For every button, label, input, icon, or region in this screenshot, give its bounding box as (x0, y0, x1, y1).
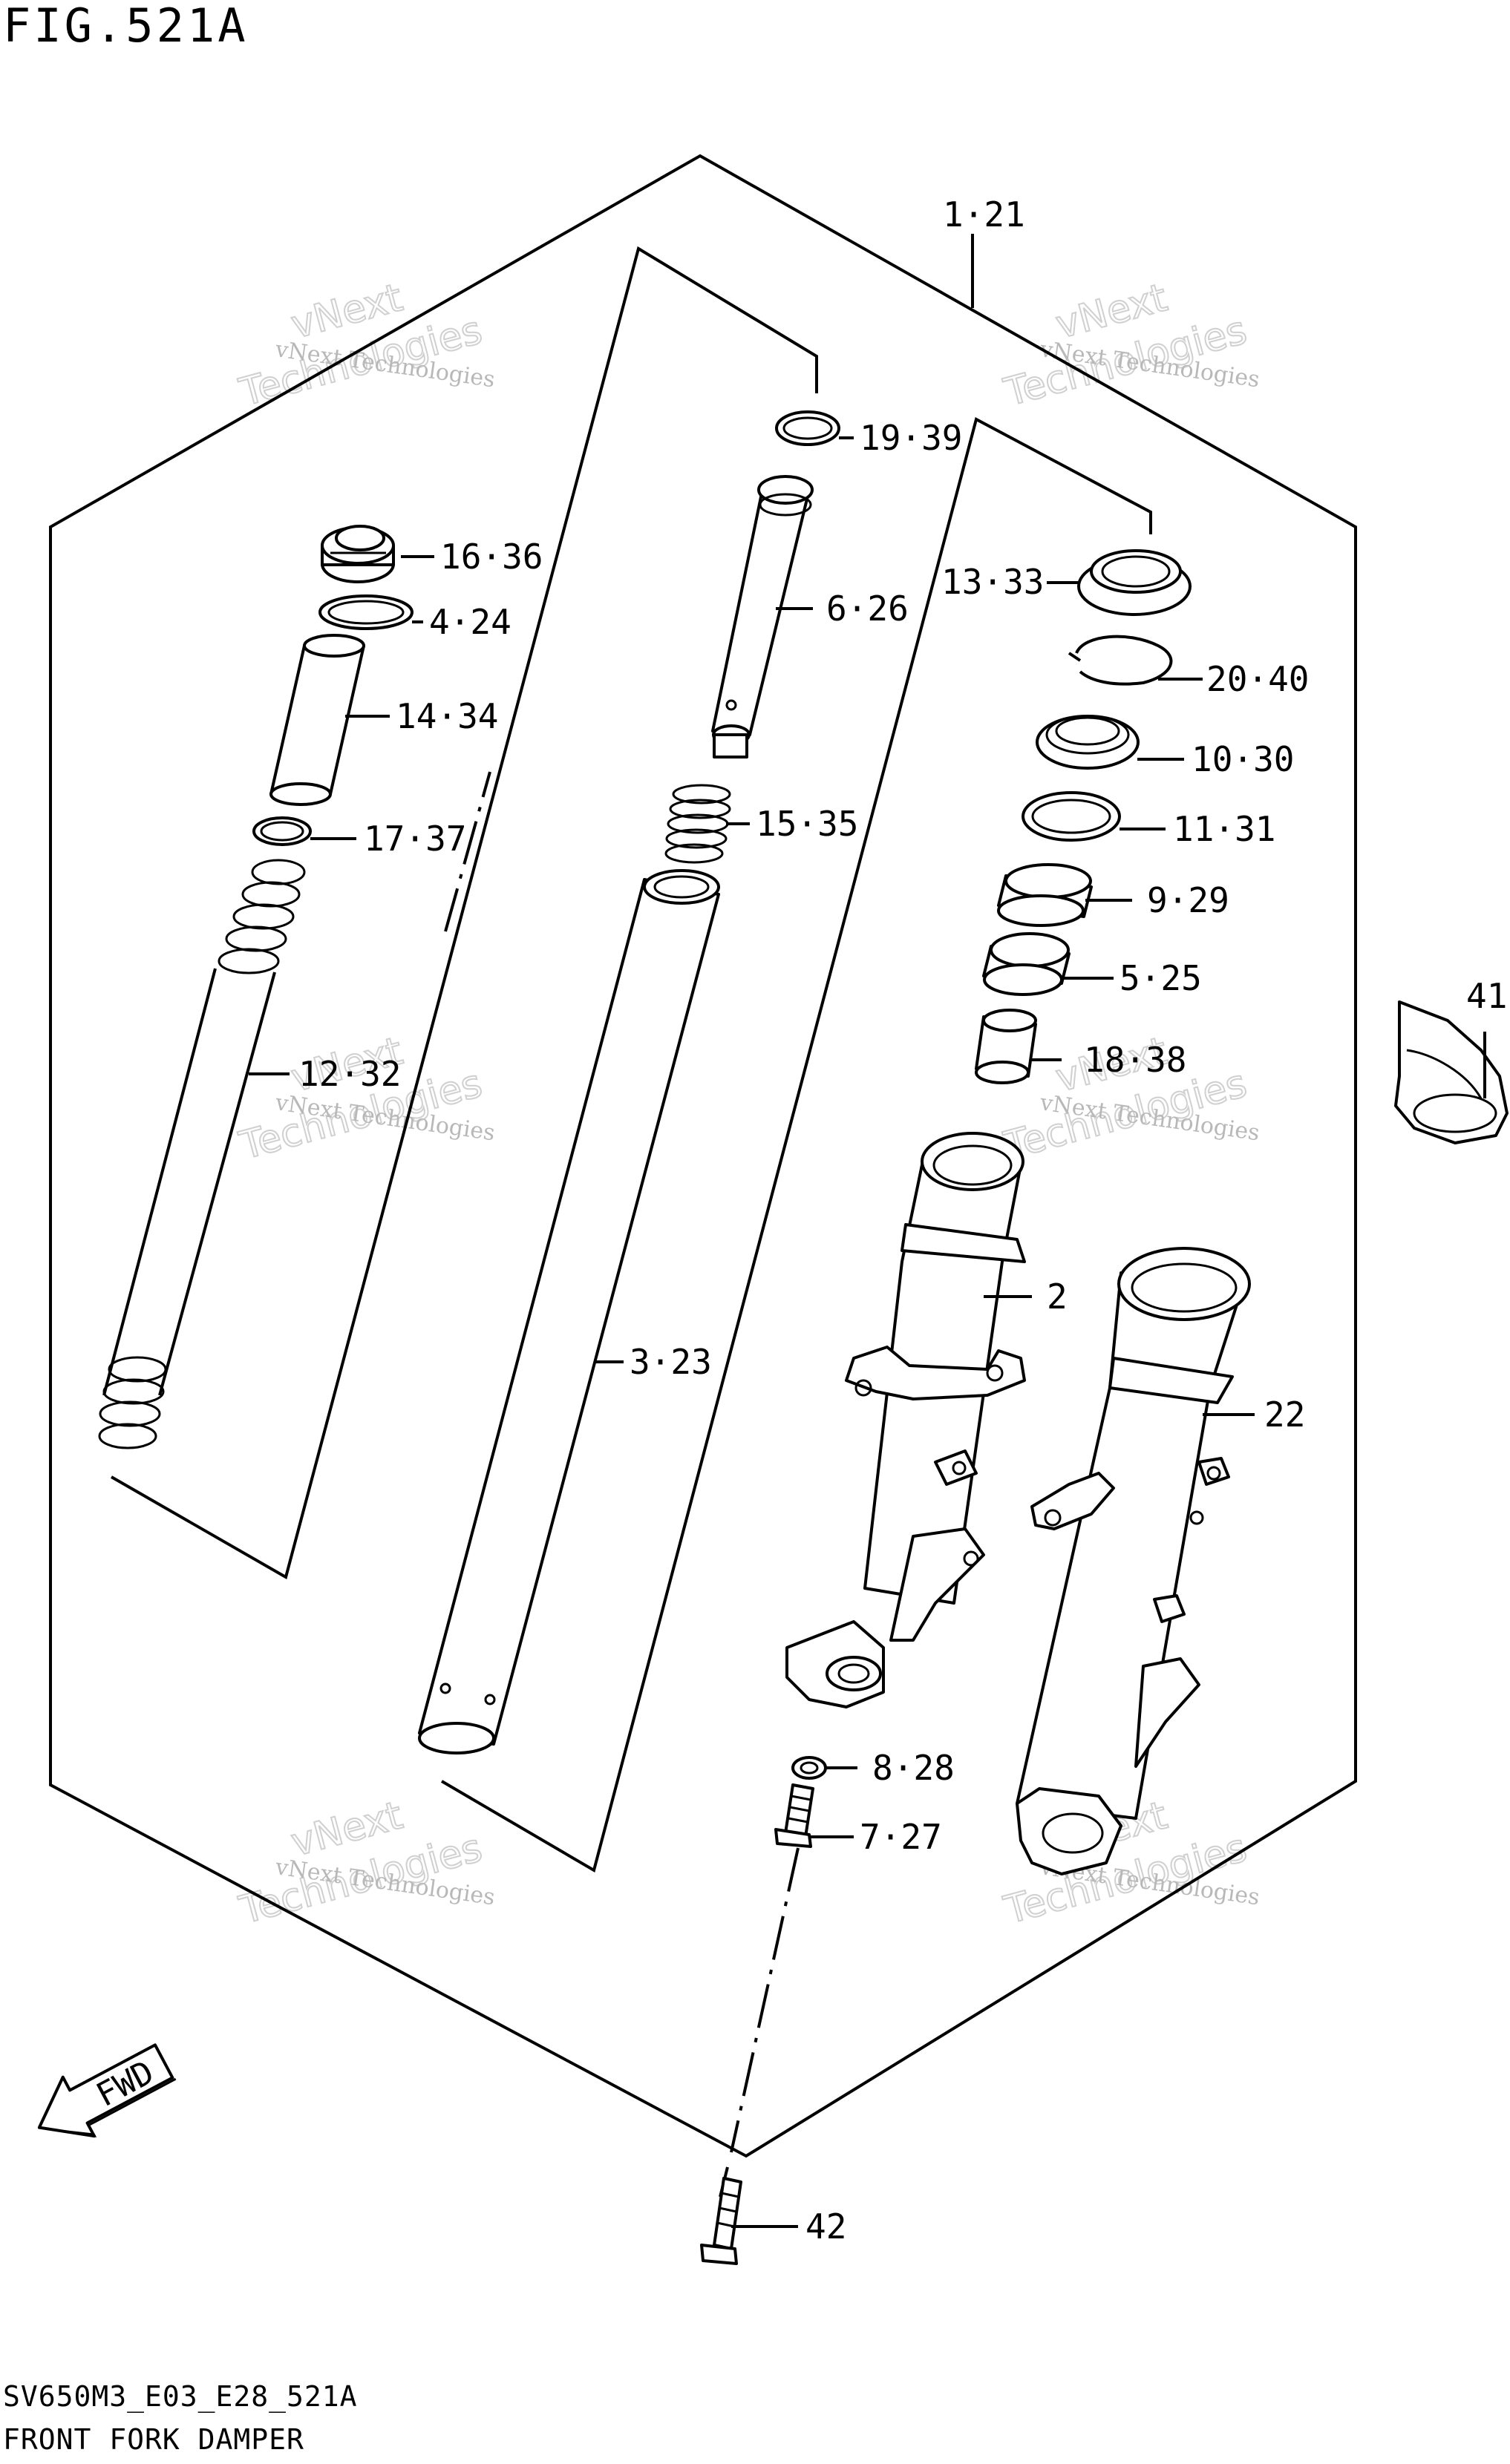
part-o-ring[interactable] (318, 594, 414, 630)
callout-8-28: 8·28 (872, 1748, 955, 1788)
callout-41: 41 (1466, 976, 1507, 1016)
part-slide-metal[interactable] (982, 932, 1071, 996)
part-dust-seal[interactable] (1077, 549, 1192, 616)
callout-3-23: 3·23 (630, 1342, 712, 1382)
watermark: Technologies vNext (234, 1792, 487, 1933)
figure-caption: FRONT FORK DAMPER (3, 2423, 304, 2456)
part-axle-pinch-bolt[interactable] (700, 2177, 742, 2265)
callout-12-32: 12·32 (298, 1054, 401, 1094)
assembly-boundary (49, 154, 1357, 2158)
callout-labels: 1·21 19·39 16·36 4·24 6·26 13·33 20·40 1… (298, 194, 1507, 2247)
inner-tube-group-outline (440, 417, 1152, 1873)
callout-18-38: 18·38 (1084, 1040, 1186, 1080)
callout-15-35: 15·35 (756, 804, 858, 844)
part-oil-seal[interactable] (1036, 715, 1140, 770)
part-damper-rod[interactable] (711, 475, 814, 758)
callout-13-33: 13·33 (941, 562, 1044, 602)
callout-16-36: 16·36 (440, 537, 543, 577)
part-oil-lock-piece[interactable] (975, 1009, 1037, 1084)
part-outer-tube-left[interactable] (785, 1132, 1026, 1708)
part-guide-metal[interactable] (997, 863, 1093, 927)
part-inner-tube[interactable] (418, 869, 720, 1754)
part-rebound-spring[interactable] (664, 784, 731, 864)
axis-line (730, 1847, 800, 2153)
figure-title: FIG.521A (3, 0, 249, 53)
callout-22: 22 (1264, 1395, 1305, 1435)
part-stopper-ring[interactable] (1068, 635, 1173, 686)
callout-20-40: 20·40 (1206, 659, 1309, 699)
callout-2: 2 (1047, 1277, 1068, 1317)
callout-1-21: 1·21 (943, 194, 1025, 235)
damper-rod-group-outline (111, 246, 818, 1580)
part-gasket[interactable] (791, 1756, 827, 1780)
part-seal-spacer[interactable] (1022, 791, 1121, 842)
part-outer-tube-right[interactable] (1016, 1247, 1251, 1875)
part-washer[interactable] (252, 816, 312, 846)
part-snap-ring[interactable] (775, 410, 840, 446)
callout-14-34: 14·34 (396, 696, 498, 736)
watermark: Technologies vNext (234, 275, 487, 416)
callout-42: 42 (805, 2206, 846, 2247)
part-cap-bolt[interactable] (321, 525, 395, 583)
callout-19-39: 19·39 (860, 418, 962, 458)
callout-17-37: 17·37 (364, 819, 466, 859)
part-spacer[interactable] (269, 634, 365, 806)
callout-4-24: 4·24 (429, 602, 511, 642)
callout-6-26: 6·26 (826, 589, 909, 629)
callout-5-25: 5·25 (1120, 958, 1202, 998)
callout-9-29: 9·29 (1147, 880, 1229, 920)
callout-10-30: 10·30 (1192, 739, 1294, 779)
callout-7-27: 7·27 (860, 1817, 942, 1857)
figure-code: SV650M3_E03_E28_521A (3, 2380, 358, 2414)
part-damper-bolt[interactable] (774, 1783, 814, 1848)
axis-line (444, 771, 491, 932)
part-fork-cover[interactable] (1394, 1000, 1509, 1144)
part-fork-spring[interactable] (98, 859, 306, 1449)
callout-11-31: 11·31 (1173, 809, 1275, 849)
forward-arrow-icon: FWD (37, 2043, 177, 2138)
